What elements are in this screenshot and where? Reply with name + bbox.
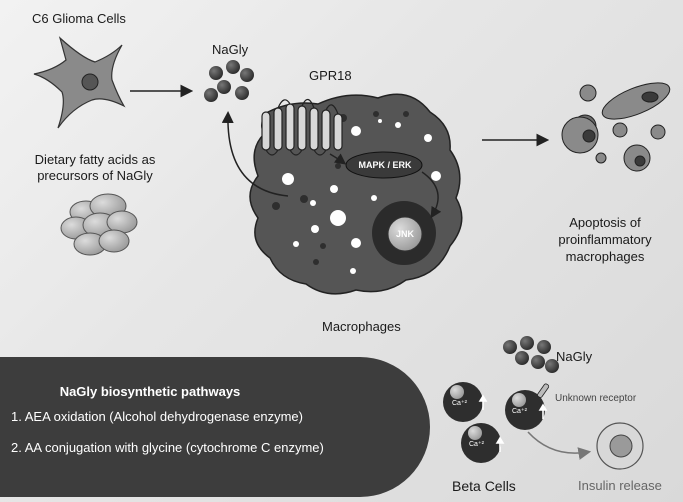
beta-cells: [443, 382, 550, 463]
glioma-cell: [33, 36, 126, 129]
label-calcium-1: Ca⁺²: [452, 400, 467, 407]
apoptotic-bodies: [561, 82, 671, 172]
label-macrophages: Macrophages: [322, 319, 401, 334]
label-apoptosis-line2: proinflammatory: [558, 232, 652, 247]
label-calcium-2: Ca⁺²: [512, 408, 527, 415]
label-calcium-3: Ca⁺²: [469, 441, 484, 448]
label-nagly-top: NaGly: [212, 42, 249, 57]
label-c6-glioma: C6 Glioma Cells: [32, 11, 126, 26]
insulin-cell: [596, 422, 644, 470]
nagly-molecules-bottom: [503, 336, 559, 373]
arrow-feedback-to-nagly: [221, 111, 289, 197]
mapk-erk-oval: [345, 151, 423, 179]
pathway-item-1: 1. AEA oxidation (Alcohol dehydrogenase …: [11, 409, 303, 424]
label-insulin-release: Insulin release: [578, 478, 662, 493]
gpr18-receptor: [261, 98, 343, 156]
nagly-molecules-top: [204, 60, 254, 102]
fat-droplets: [60, 193, 138, 256]
label-jnk: JNK: [395, 229, 414, 239]
label-beta-cells: Beta Cells: [452, 478, 516, 494]
pathways-box: NaGly biosynthetic pathways 1. AEA oxida…: [0, 357, 430, 497]
pathways-title: NaGly biosynthetic pathways: [59, 384, 241, 399]
label-dietary-line1: Dietary fatty acids as: [34, 152, 156, 167]
label-gpr18: GPR18: [309, 68, 352, 83]
label-nagly-bottom: NaGly: [556, 349, 593, 364]
arrow-mapk-to-jnk: [421, 171, 442, 219]
label-unknown-receptor: Unknown receptor: [555, 393, 637, 404]
pathway-item-2: 2. AA conjugation with glycine (cytochro…: [11, 440, 324, 455]
label-apoptosis-line1: Apoptosis of: [569, 215, 641, 230]
label-apoptosis-line3: macrophages: [565, 249, 645, 264]
arrow-to-insulin: [527, 431, 592, 460]
label-dietary-line2: precursors of NaGly: [37, 168, 153, 183]
label-mapk-erk: MAPK / ERK: [358, 160, 412, 170]
